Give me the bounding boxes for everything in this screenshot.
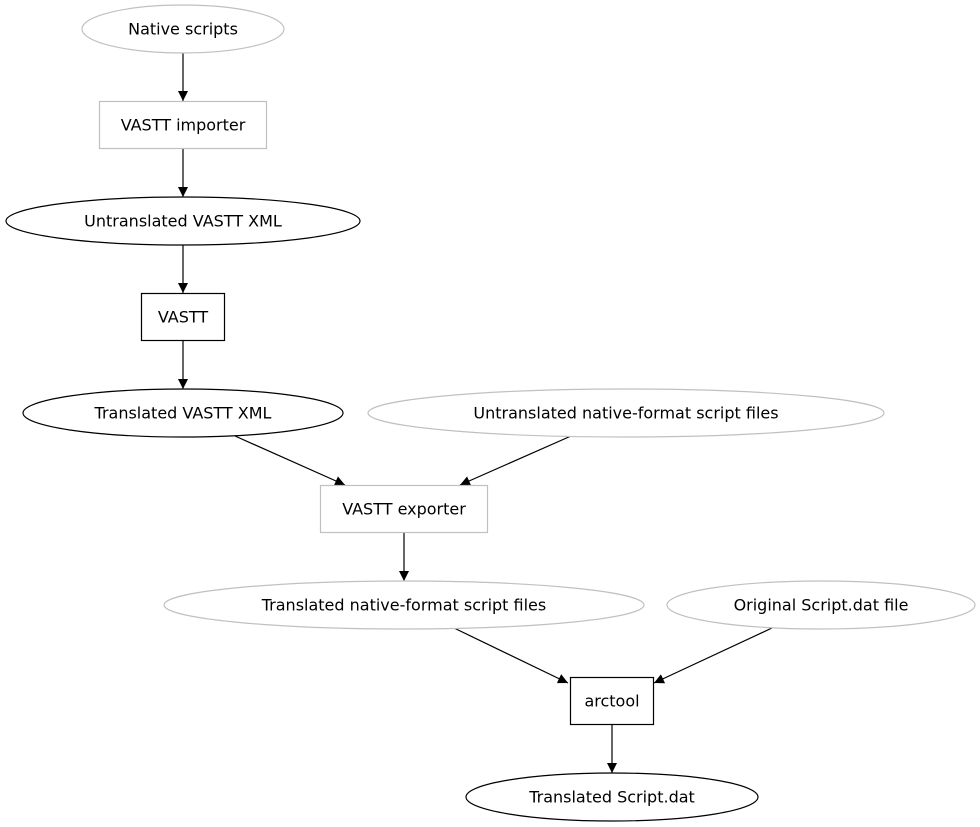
node-native-scripts-label: Native scripts: [128, 20, 238, 39]
node-arctool: arctool: [569, 676, 655, 726]
edge-translated-vastt-xml-to-vastt-exporter: [234, 435, 346, 486]
node-original-script-dat: Original Script.dat file: [666, 580, 976, 630]
node-native-scripts-ellipse: [81, 4, 285, 54]
node-untranslated-native-files-ellipse: [367, 388, 885, 438]
node-translated-native-files-label: Translated native-format script files: [261, 596, 546, 615]
node-translated-native-files: Translated native-format script files: [163, 580, 645, 630]
node-translated-script-dat-label: Translated Script.dat: [528, 788, 695, 807]
node-untranslated-vastt-xml: Untranslated VASTT XML: [5, 196, 361, 246]
node-untranslated-native-files: Untranslated native-format script files: [367, 388, 885, 438]
node-translated-script-dat: Translated Script.dat: [465, 772, 759, 822]
node-original-script-dat-ellipse: [666, 580, 976, 630]
node-untranslated-vastt-xml-label: Untranslated VASTT XML: [84, 212, 282, 231]
node-vastt-exporter: VASTT exporter: [319, 484, 489, 534]
node-translated-script-dat-ellipse: [465, 772, 759, 822]
node-vastt-importer-label: VASTT importer: [121, 116, 246, 135]
node-translated-vastt-xml: Translated VASTT XML: [22, 388, 344, 438]
node-translated-vastt-xml-label: Translated VASTT XML: [94, 404, 272, 423]
node-vastt-label: VASTT: [158, 308, 209, 327]
edge-translated-native-files-to-arctool: [453, 627, 569, 684]
node-arctool-box: [569, 676, 655, 726]
node-vastt-exporter-label: VASTT exporter: [342, 500, 466, 519]
node-untranslated-native-files-label: Untranslated native-format script files: [473, 404, 778, 423]
node-vastt-importer-box: [98, 100, 268, 150]
node-translated-native-files-ellipse: [163, 580, 645, 630]
node-vastt-exporter-box: [319, 484, 489, 534]
node-vastt: VASTT: [140, 292, 226, 342]
edges: [178, 53, 773, 773]
node-vastt-box: [140, 292, 226, 342]
edge-original-script-dat-to-arctool: [653, 627, 773, 684]
node-vastt-importer: VASTT importer: [98, 100, 268, 150]
node-native-scripts: Native scripts: [81, 4, 285, 54]
node-untranslated-vastt-xml-ellipse: [5, 196, 361, 246]
node-original-script-dat-label: Original Script.dat file: [734, 596, 909, 615]
edge-untranslated-native-files-to-vastt-exporter: [459, 435, 572, 486]
node-translated-vastt-xml-ellipse: [22, 388, 344, 438]
node-arctool-label: arctool: [584, 692, 639, 711]
